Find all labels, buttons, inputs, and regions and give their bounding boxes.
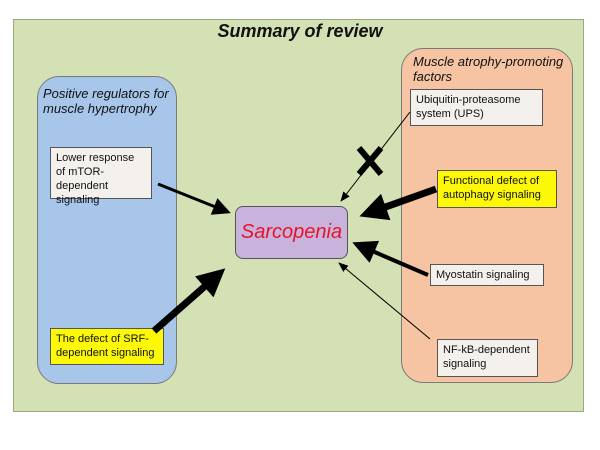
sarcopenia-label: Sarcopenia: [240, 221, 343, 243]
sarcopenia-node: Sarcopenia: [235, 206, 348, 259]
myostatin-node: Myostatin signaling: [430, 264, 544, 286]
left-group-title: Positive regulators for muscle hypertrop…: [43, 86, 169, 116]
cross-mark-icon: [356, 146, 384, 176]
nfkb-node: NF-kB-dependent signaling: [437, 339, 538, 377]
ups-node: Ubiquitin-proteasome system (UPS): [410, 89, 543, 126]
diagram-title: Summary of review: [217, 21, 383, 41]
arrow-myostatin: [352, 240, 429, 277]
srf-node: The defect of SRF-dependent signaling: [50, 328, 164, 365]
arrow-srf: [151, 268, 226, 334]
right-group-title: Muscle atrophy-promoting factors: [413, 54, 564, 84]
arrow-nfkb: [338, 262, 431, 340]
arrow-mtor: [157, 182, 231, 215]
mtor-node: Lower response of mTOR-dependent signali…: [50, 147, 152, 206]
autophagy-node: Functional defect of autophagy signaling: [437, 170, 557, 208]
arrow-autophagy: [359, 185, 438, 221]
